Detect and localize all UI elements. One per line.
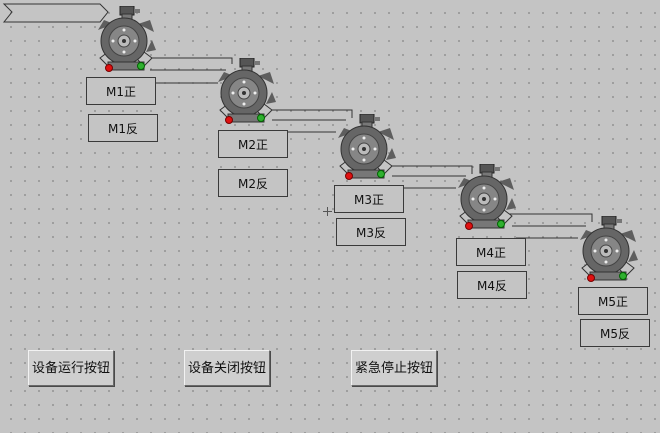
crosshair-cursor-icon <box>323 207 332 216</box>
motor-m1[interactable] <box>94 6 158 74</box>
device-stop-button[interactable]: 设备关闭按钮 <box>184 350 270 386</box>
m4-forward-label[interactable]: M4正 <box>456 238 526 266</box>
m2-forward-label[interactable]: M2正 <box>218 130 288 158</box>
green-indicator-icon <box>137 62 145 70</box>
m5-forward-label[interactable]: M5正 <box>578 287 648 315</box>
motor-m4[interactable] <box>454 164 518 232</box>
red-indicator-icon <box>465 222 473 230</box>
m3-forward-label[interactable]: M3正 <box>334 185 404 213</box>
m2-reverse-label[interactable]: M2反 <box>218 169 288 197</box>
red-indicator-icon <box>587 274 595 282</box>
green-indicator-icon <box>377 170 385 178</box>
green-indicator-icon <box>497 220 505 228</box>
red-indicator-icon <box>345 172 353 180</box>
motor-icon <box>338 114 396 180</box>
m3-reverse-label[interactable]: M3反 <box>336 218 406 246</box>
m4-reverse-label[interactable]: M4反 <box>457 271 527 299</box>
green-indicator-icon <box>257 114 265 122</box>
motor-m2[interactable] <box>214 58 278 126</box>
red-indicator-icon <box>225 116 233 124</box>
emergency-stop-button[interactable]: 紧急停止按钮 <box>351 350 437 386</box>
motor-m3[interactable] <box>334 114 398 182</box>
green-indicator-icon <box>619 272 627 280</box>
m1-forward-label[interactable]: M1正 <box>86 77 156 105</box>
motor-icon <box>458 164 516 230</box>
motor-icon <box>98 6 156 72</box>
m1-reverse-label[interactable]: M1反 <box>88 114 158 142</box>
motor-m5[interactable] <box>576 216 640 284</box>
red-indicator-icon <box>105 64 113 72</box>
m5-reverse-label[interactable]: M5反 <box>580 319 650 347</box>
motor-icon <box>580 216 638 282</box>
device-run-button[interactable]: 设备运行按钮 <box>28 350 114 386</box>
motor-icon <box>218 58 276 124</box>
